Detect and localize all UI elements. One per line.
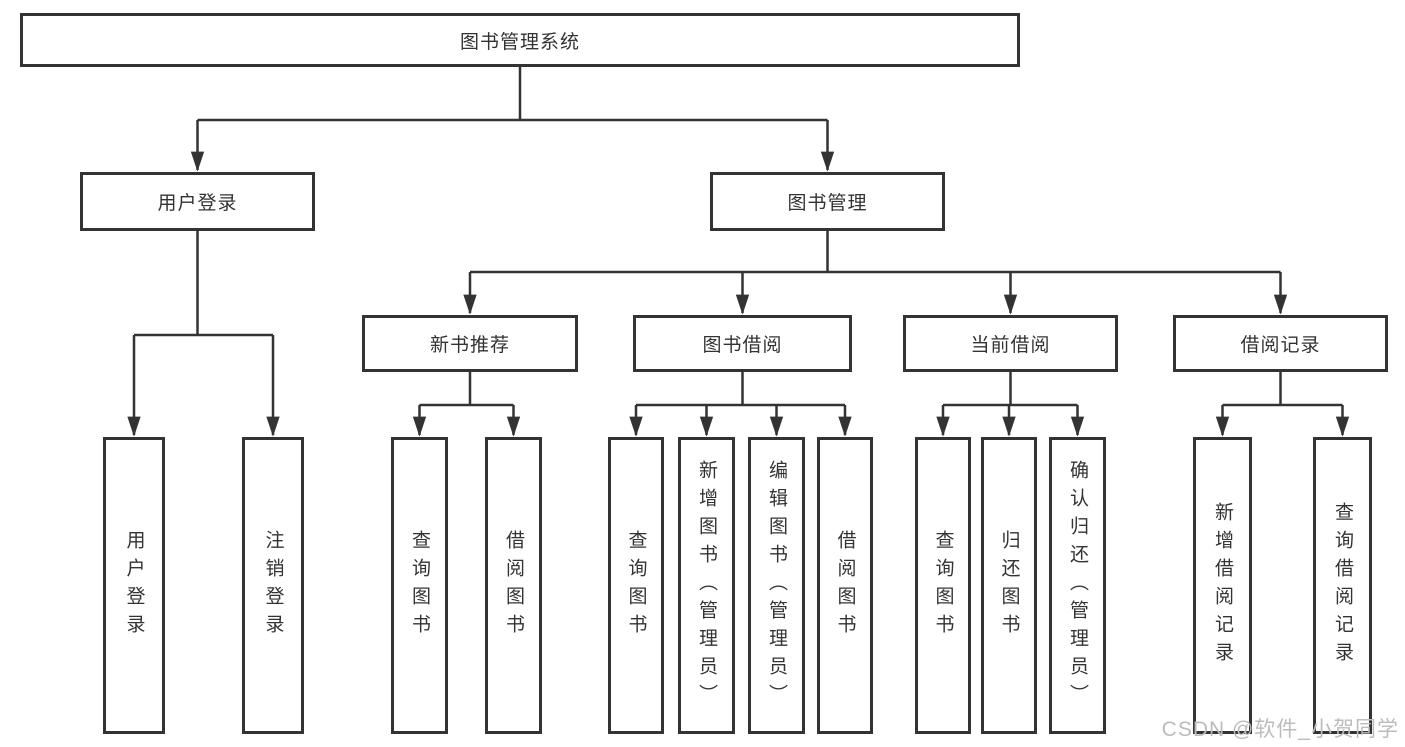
node-leaf-search-borrow-record: 查询借阅记录	[1313, 437, 1372, 734]
node-leaf-add-books-admin: 新增图书（管理员）	[678, 437, 735, 734]
node-leaf-edit-books-admin: 编辑图书（管理员）	[748, 437, 805, 734]
node-leaf-return-books: 归还图书	[981, 437, 1037, 734]
node-user-login: 用户登录	[80, 172, 315, 231]
node-book-borrow: 图书借阅	[633, 315, 852, 372]
node-leaf-add-borrow-record: 新增借阅记录	[1193, 437, 1252, 734]
node-borrow-records: 借阅记录	[1173, 315, 1388, 372]
node-leaf-borrow-books-2: 借阅图书	[817, 437, 873, 734]
csdn-watermark: CSDN @软件_小贺同学	[1161, 718, 1399, 741]
node-root-library-system: 图书管理系统	[20, 13, 1020, 67]
node-leaf-borrow-books-1: 借阅图书	[485, 437, 542, 734]
node-leaf-logout: 注销登录	[242, 437, 304, 734]
node-leaf-search-books-3: 查询图书	[915, 437, 971, 734]
node-current-borrow: 当前借阅	[903, 315, 1118, 372]
node-leaf-user-login: 用户登录	[103, 437, 165, 734]
node-leaf-search-books-1: 查询图书	[391, 437, 448, 734]
node-leaf-search-books-2: 查询图书	[608, 437, 664, 734]
node-leaf-confirm-return-admin: 确认归还（管理员）	[1049, 437, 1106, 734]
node-new-book-recommend: 新书推荐	[362, 315, 578, 372]
node-book-management: 图书管理	[710, 172, 945, 231]
